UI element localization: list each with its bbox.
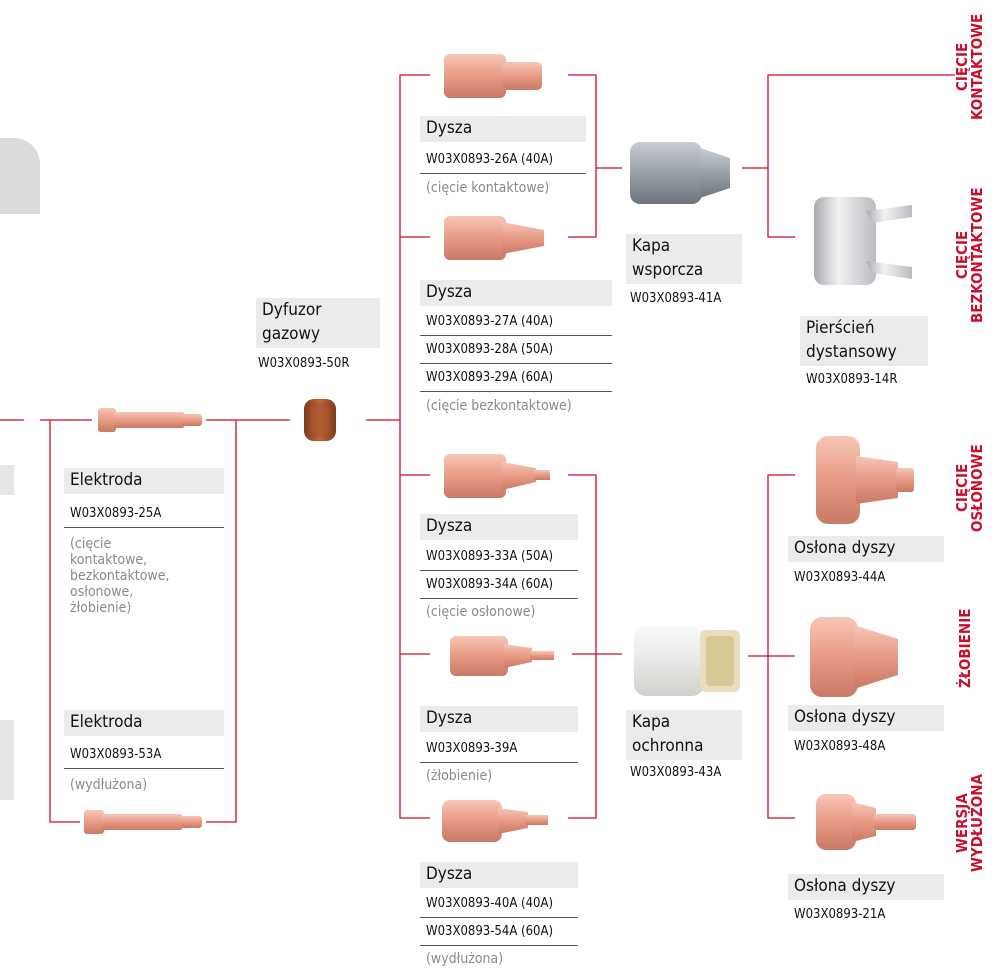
dysza-note: (cięcie bezkontaktowe) xyxy=(426,398,572,414)
dysza-title: Dysza xyxy=(420,862,578,888)
dysza-note: (cięcie osłonowe) xyxy=(426,604,536,620)
retaining-cap-icon xyxy=(634,626,740,696)
elektroda-note: (wydłużona) xyxy=(70,777,148,793)
dysza-code: W03X0893-54A (60A) xyxy=(420,924,578,946)
dysza-code: W03X0893-33A (50A) xyxy=(420,549,578,571)
dysza-note: (cięcie kontaktowe) xyxy=(426,180,550,196)
dyfuzor-code: W03X0893-50R xyxy=(258,356,350,371)
pierscien-code: W03X0893-14R xyxy=(806,372,898,387)
elektroda-code: W03X0893-25A xyxy=(64,506,224,528)
support-cap-icon xyxy=(630,142,730,204)
oslona-code: W03X0893-21A xyxy=(794,907,886,922)
category-label-kontaktowe: CIĘCIE KONTAKTOWE xyxy=(953,13,986,121)
dysza-title: Dysza xyxy=(420,280,612,306)
dysza-note: (wydłużona) xyxy=(426,951,504,967)
dysza-code: W03X0893-39A xyxy=(420,741,578,763)
dysza-code: W03X0893-29A (60A) xyxy=(420,370,612,392)
nozzle-icon xyxy=(444,54,542,98)
diffuser-ring-icon xyxy=(304,399,336,441)
edge-fragment xyxy=(0,720,14,800)
dysza-title: Dysza xyxy=(420,706,578,732)
dysza-note: (żłobienie) xyxy=(426,768,493,784)
kapa-ochronna-code: W03X0893-43A xyxy=(630,765,722,780)
elektroda-title: Elektroda xyxy=(64,468,224,494)
kapa-wsporcza-code: W03X0893-41A xyxy=(630,291,722,306)
category-label-zlobienie: ŻŁOBIENIE xyxy=(956,608,974,688)
pierscien-title: Pierścień dystansowy xyxy=(800,316,928,366)
dysza-code: W03X0893-34A (60A) xyxy=(420,577,578,599)
category-label-oslonowe: CIĘCIE OSŁONOWE xyxy=(953,444,986,532)
spacer-ring-icon xyxy=(814,197,912,285)
nozzle-icon xyxy=(444,454,550,498)
electrode-icon xyxy=(84,810,202,834)
elektroda-note: (cięcie kontaktowe, bezkontaktowe, osłon… xyxy=(70,536,170,616)
oslona-code: W03X0893-48A xyxy=(794,739,886,754)
shield-cap-icon xyxy=(816,794,916,850)
elektroda-title: Elektroda xyxy=(64,710,224,736)
nozzle-icon xyxy=(444,216,544,260)
category-label-bezkontaktowe: CIĘCIE BEZKONTAKTOWE xyxy=(953,187,986,323)
oslona-title: Osłona dyszy xyxy=(788,705,944,731)
partial-logo-glyph xyxy=(0,138,40,214)
dysza-code: W03X0893-26A (40A) xyxy=(420,152,586,174)
nozzle-icon xyxy=(450,636,554,676)
dysza-code: W03X0893-40A (40A) xyxy=(420,896,578,918)
oslona-title: Osłona dyszy xyxy=(788,536,944,562)
category-label-wydluzona: WERSJA WYDŁUŻONA xyxy=(953,774,986,872)
edge-fragment xyxy=(0,465,14,495)
kapa-wsporcza-title: Kapa wsporcza xyxy=(626,234,742,284)
nozzle-icon xyxy=(442,800,548,842)
oslona-code: W03X0893-44A xyxy=(794,570,886,585)
dysza-title: Dysza xyxy=(420,116,586,142)
electrode-icon xyxy=(98,408,202,432)
shield-cap-icon xyxy=(816,436,914,524)
kapa-ochronna-title: Kapa ochronna xyxy=(626,710,742,760)
shield-cap-icon xyxy=(810,617,898,697)
dysza-code: W03X0893-27A (40A) xyxy=(420,314,612,336)
dyfuzor-title: Dyfuzor gazowy xyxy=(256,298,380,348)
dysza-code: W03X0893-28A (50A) xyxy=(420,342,612,364)
dysza-title: Dysza xyxy=(420,514,578,540)
elektroda-code: W03X0893-53A xyxy=(64,747,224,769)
oslona-title: Osłona dyszy xyxy=(788,874,944,900)
